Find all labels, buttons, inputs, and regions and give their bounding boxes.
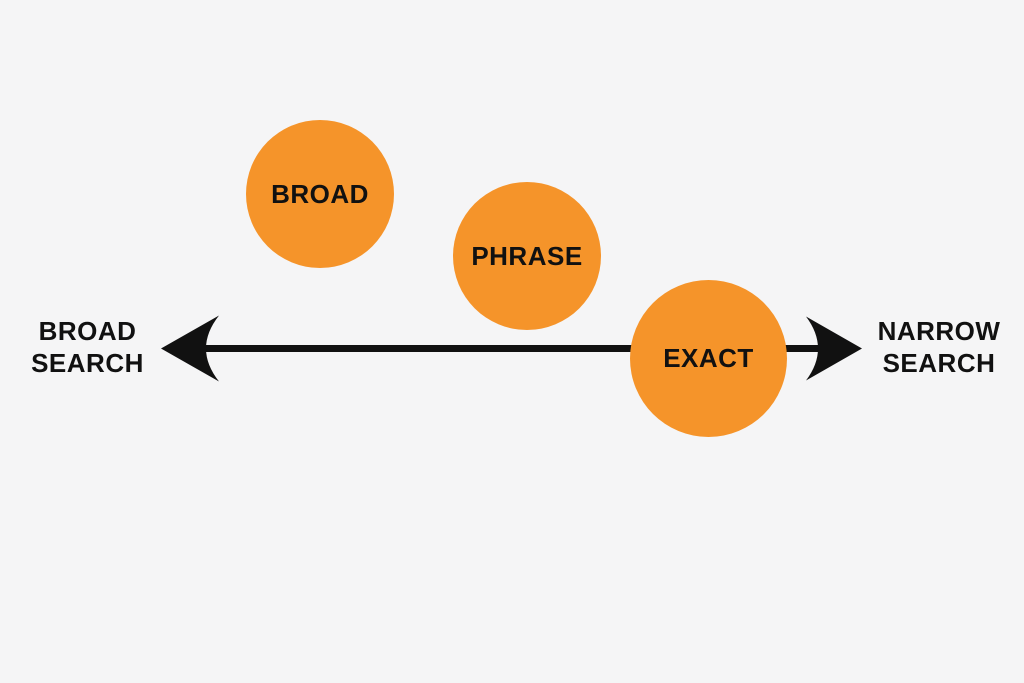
- broad-search-label-line2: SEARCH: [31, 348, 144, 378]
- circle-broad: BROAD: [246, 120, 394, 268]
- circle-phrase: PHRASE: [453, 182, 601, 330]
- circle-exact-label: EXACT: [663, 343, 754, 373]
- arrow-head-left-icon: [161, 315, 219, 382]
- narrow-search-label-line2: SEARCH: [882, 348, 996, 378]
- arrow-head-right-icon: [806, 316, 862, 381]
- circle-exact: EXACT: [630, 280, 787, 437]
- circle-phrase-label: PHRASE: [471, 240, 583, 271]
- circle-broad-label: BROAD: [271, 178, 369, 209]
- narrow-search-label-line1: NARROW: [877, 316, 1001, 346]
- narrow-search-label: NARROW SEARCH: [856, 315, 1022, 379]
- broad-search-label-line1: BROAD: [38, 316, 137, 346]
- broad-search-label: BROAD SEARCH: [5, 315, 170, 379]
